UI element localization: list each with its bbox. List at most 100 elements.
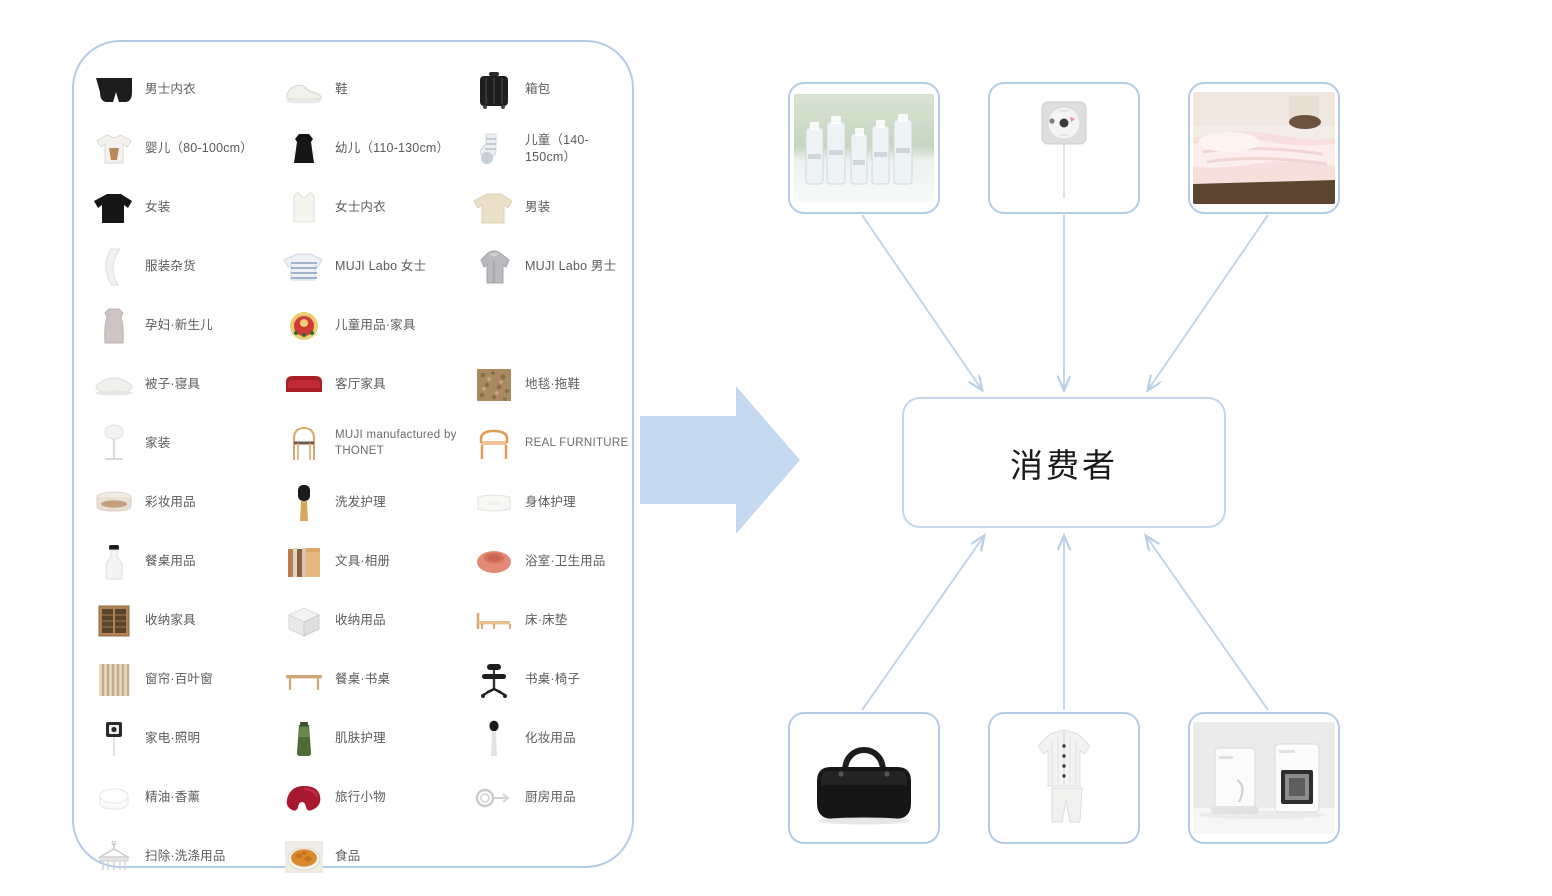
womens-sweater-icon xyxy=(92,188,136,228)
category-item-empty xyxy=(472,296,632,355)
category-item[interactable]: 儿童用品·家具 xyxy=(282,296,472,355)
consumer-node[interactable]: 消费者 xyxy=(902,397,1226,528)
white-striped-pajamas-image xyxy=(1004,722,1124,834)
category-item[interactable]: 文具·相册 xyxy=(282,532,472,591)
category-item-label: 鞋 xyxy=(335,82,348,97)
consumer-flow-diagram: 消费者 xyxy=(770,60,1370,850)
category-item[interactable]: 女士内衣 xyxy=(282,178,472,237)
category-item[interactable]: 窗帘·百叶窗 xyxy=(92,650,282,709)
shelf-cabinet-icon xyxy=(92,601,136,641)
category-item-label: 食品 xyxy=(335,849,361,864)
category-item[interactable]: 彩妆用品 xyxy=(92,473,282,532)
category-item[interactable]: 地毯·拖鞋 xyxy=(472,355,632,414)
kitchen-tools-icon xyxy=(472,778,516,818)
category-item-label: 女装 xyxy=(145,200,171,215)
category-item[interactable]: 家装 xyxy=(92,414,282,473)
category-item-label: 文具·相册 xyxy=(335,554,391,569)
category-item[interactable]: 厨房用品 xyxy=(472,768,632,827)
category-item[interactable]: 儿童（140-150cm） xyxy=(472,119,632,178)
category-item-label: MUJI manufactured by THONET xyxy=(335,429,457,457)
pillow-icon xyxy=(92,365,136,405)
product-node-pajamas[interactable] xyxy=(988,712,1140,844)
striped-shirt-icon xyxy=(282,247,326,287)
category-item-label: 女士内衣 xyxy=(335,200,386,215)
category-item-label: 孕妇·新生儿 xyxy=(145,318,213,333)
product-node-handbag[interactable] xyxy=(788,712,940,844)
category-item-label: 儿童用品·家具 xyxy=(335,318,416,333)
kids-socks-icon xyxy=(472,129,516,169)
wet-wipes-icon xyxy=(472,483,516,523)
suitcase-icon xyxy=(472,70,516,110)
category-item[interactable]: 客厅家具 xyxy=(282,355,472,414)
category-item[interactable]: 男装 xyxy=(472,178,632,237)
baby-tshirt-icon xyxy=(92,129,136,169)
category-item[interactable]: 身体护理 xyxy=(472,473,632,532)
laundry-hanger-icon xyxy=(92,837,136,877)
category-item[interactable]: 男士内衣 xyxy=(92,60,282,119)
category-item[interactable]: 肌肤护理 xyxy=(282,709,472,768)
office-chair-icon xyxy=(472,660,516,700)
category-item[interactable]: 化妆用品 xyxy=(472,709,632,768)
category-item-label: 箱包 xyxy=(525,82,551,97)
category-item[interactable]: REAL FURNITURE xyxy=(472,414,632,473)
category-item-label: 扫除·洗涤用品 xyxy=(145,849,226,864)
category-item[interactable]: 箱包 xyxy=(472,60,632,119)
category-item[interactable]: 餐桌·书桌 xyxy=(282,650,472,709)
food-curry-icon xyxy=(282,837,326,877)
category-item[interactable]: 收纳家具 xyxy=(92,591,282,650)
bed-frame-icon xyxy=(472,601,516,641)
category-item[interactable]: MUJI Labo 女士 xyxy=(282,237,472,296)
category-item-label: 身体护理 xyxy=(525,495,576,510)
category-item-label: MUJI Labo 女士 xyxy=(335,259,427,274)
category-item[interactable]: MUJI manufactured by THONET xyxy=(282,414,472,473)
kids-toy-icon xyxy=(282,306,326,346)
category-item-label: 厨房用品 xyxy=(525,790,576,805)
wood-armchair-icon xyxy=(472,424,516,464)
category-item[interactable]: 婴儿（80-100cm） xyxy=(92,119,282,178)
product-node-skincare-bottles[interactable] xyxy=(788,82,940,214)
category-item[interactable]: 孕妇·新生儿 xyxy=(92,296,282,355)
category-item-label: 书桌·椅子 xyxy=(525,672,581,687)
curtain-icon xyxy=(92,660,136,700)
category-item[interactable]: 精油·香薰 xyxy=(92,768,282,827)
category-item[interactable]: 餐桌用品 xyxy=(92,532,282,591)
sneakers-icon xyxy=(282,70,326,110)
category-item[interactable]: 洗发护理 xyxy=(282,473,472,532)
product-category-grid: 男士内衣鞋箱包婴儿（80-100cm）幼儿（110-130cm）儿童（140-1… xyxy=(92,60,628,886)
category-item[interactable]: MUJI Labo 男士 xyxy=(472,237,632,296)
category-item[interactable]: 被子·寝具 xyxy=(92,355,282,414)
flow-arrow-right xyxy=(640,386,800,534)
camisole-icon xyxy=(282,188,326,228)
category-item[interactable]: 幼儿（110-130cm） xyxy=(282,119,472,178)
category-item-label: MUJI Labo 男士 xyxy=(525,259,617,274)
red-sofa-icon xyxy=(282,365,326,405)
category-item[interactable]: 书桌·椅子 xyxy=(472,650,632,709)
product-node-appliances[interactable] xyxy=(1188,712,1340,844)
floor-lamp-icon xyxy=(92,424,136,464)
bath-stool-icon xyxy=(472,542,516,582)
wood-table-icon xyxy=(282,660,326,700)
category-item[interactable]: 床·床垫 xyxy=(472,591,632,650)
category-item-label: 餐桌用品 xyxy=(145,554,196,569)
wall-appliance-icon xyxy=(92,719,136,759)
product-node-bedding[interactable] xyxy=(1188,82,1340,214)
category-item[interactable]: 女装 xyxy=(92,178,282,237)
category-item[interactable]: 鞋 xyxy=(282,60,472,119)
product-node-wall-cd-player[interactable] xyxy=(988,82,1140,214)
category-item[interactable]: 浴室·卫生用品 xyxy=(472,532,632,591)
makeup-compact-icon xyxy=(92,483,136,523)
thonet-chair-icon xyxy=(282,424,326,464)
category-item-label: 地毯·拖鞋 xyxy=(525,377,581,392)
category-item-label: 被子·寝具 xyxy=(145,377,201,392)
category-item-label: 客厅家具 xyxy=(335,377,386,392)
category-item[interactable]: 旅行小物 xyxy=(282,768,472,827)
category-item[interactable]: 服装杂货 xyxy=(92,237,282,296)
category-item[interactable]: 食品 xyxy=(282,827,472,886)
category-item[interactable]: 收纳用品 xyxy=(282,591,472,650)
storage-box-icon xyxy=(282,601,326,641)
category-item-label: REAL FURNITURE xyxy=(525,436,629,449)
travel-pillow-icon xyxy=(282,778,326,818)
category-item-label: 幼儿（110-130cm） xyxy=(335,141,450,156)
category-item[interactable]: 家电·照明 xyxy=(92,709,282,768)
category-item[interactable]: 扫除·洗涤用品 xyxy=(92,827,282,886)
